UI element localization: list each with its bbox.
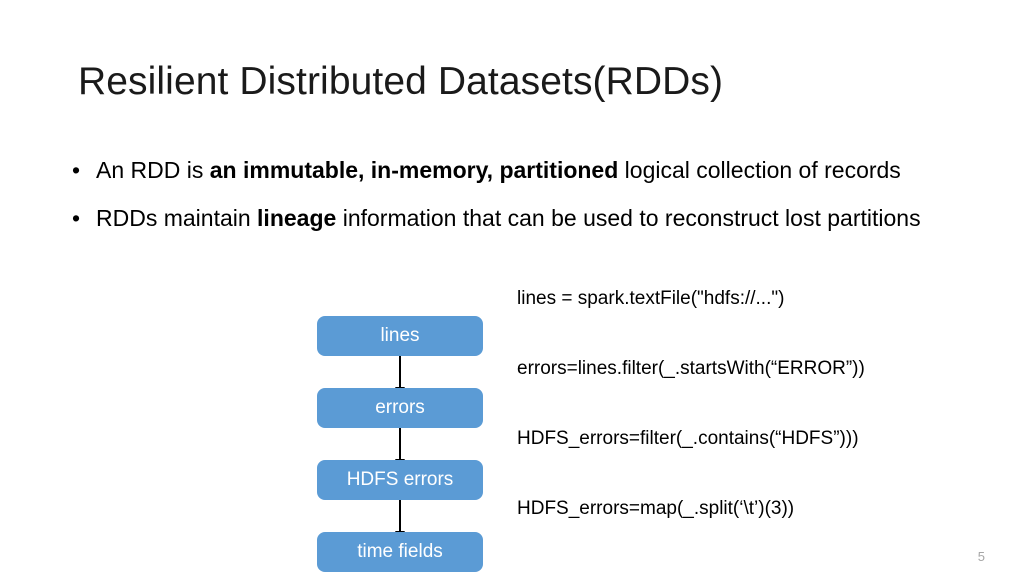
- flow-node-time-fields: time fields: [317, 532, 483, 572]
- bullet-1-text-bold: an immutable, in-memory, partitioned: [209, 157, 619, 183]
- bullet-2-text-bold: lineage: [257, 205, 337, 231]
- bullet-marker-icon: •: [72, 157, 81, 183]
- bullet-2-text-part2: information that can be used to reconstr…: [336, 205, 921, 231]
- flow-node-lines: lines: [317, 316, 483, 356]
- bullet-marker-icon: •: [72, 205, 81, 231]
- flow-arrow-icon: [395, 428, 405, 467]
- code-line-1: lines = spark.textFile("hdfs://..."): [517, 288, 785, 309]
- flow-node-hdfs-errors: HDFS errors: [317, 460, 483, 500]
- page-title: Resilient Distributed Datasets(RDDs): [78, 60, 724, 103]
- bullet-list: • An RDD is an immutable, in-memory, part…: [66, 154, 976, 250]
- bullet-item-2: • RDDs maintain lineage information that …: [66, 202, 976, 235]
- bullet-1-text-part2: logical collection of records: [618, 157, 901, 183]
- code-line-4: HDFS_errors=map(_.split(‘\t’)(3)): [517, 498, 795, 519]
- flow-arrow-icon: [395, 500, 405, 539]
- flow-node-errors: errors: [317, 388, 483, 428]
- bullet-item-1: • An RDD is an immutable, in-memory, part…: [66, 154, 976, 187]
- lineage-flow-diagram: lines errors HDFS errors time fields: [317, 316, 483, 576]
- bullet-1-text-part1: An RDD is: [96, 157, 210, 183]
- flow-arrow-icon: [395, 356, 405, 395]
- code-line-2: errors=lines.filter(_.startsWith(“ERROR”…: [517, 358, 865, 379]
- code-line-3: HDFS_errors=filter(_.contains(“HDFS”))): [517, 428, 859, 449]
- slide-number: 5: [977, 549, 985, 564]
- bullet-2-text-part1: RDDs maintain: [96, 205, 258, 231]
